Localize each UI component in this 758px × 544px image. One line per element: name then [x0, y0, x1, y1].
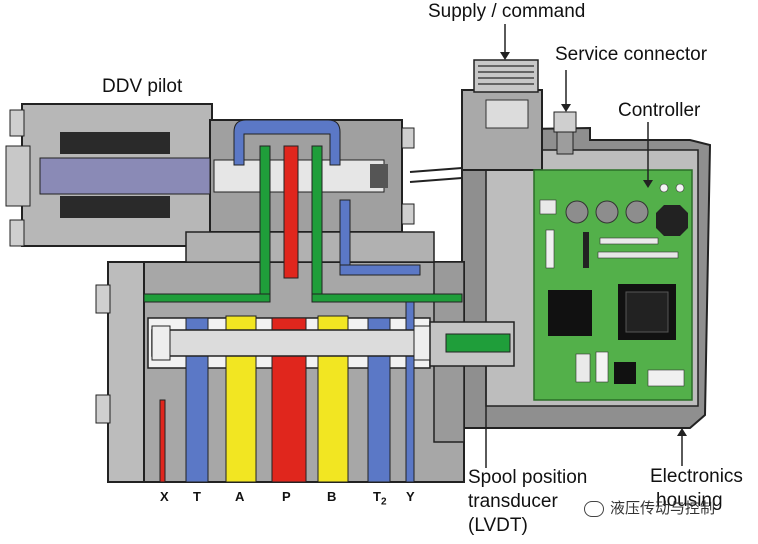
port-x-label: X: [160, 489, 169, 504]
spool-position-label-line1: Spool position: [468, 467, 588, 488]
port-t2-main: T: [373, 489, 381, 504]
main-spool: [151, 325, 433, 361]
ddv-pilot-label: DDV pilot: [102, 76, 183, 97]
service-connector-part: [553, 111, 577, 155]
spool-position-label-line2: transducer: [468, 491, 558, 512]
port-y-label: Y: [406, 489, 415, 504]
controller-label: Controller: [618, 100, 701, 121]
port-a-label: A: [235, 489, 245, 504]
spool-position-label-line3: (LVDT): [468, 515, 528, 536]
leader-arrowheads: [500, 52, 687, 436]
wechat-icon: [584, 500, 604, 517]
tank-channels: [185, 119, 421, 483]
watermark: 液压传动与控制: [584, 497, 715, 518]
port-b-label: B: [327, 489, 337, 504]
pilot-channels: [143, 145, 463, 303]
port-t2-label: T2: [373, 490, 387, 510]
lvdt-transducer: [429, 321, 515, 468]
supply-connector: [461, 59, 543, 171]
port-t2-subscript: 2: [380, 496, 387, 508]
port-t-label: T: [193, 489, 201, 504]
supply-command-label: Supply / command: [428, 1, 586, 22]
watermark-text: 液压传动与控制: [610, 499, 716, 517]
service-connector-label: Service connector: [555, 44, 708, 65]
port-p-label: P: [282, 489, 291, 504]
electronics-housing-label-line1: Electronics: [650, 466, 743, 487]
electronics-housing-label-line2: housing: [656, 490, 723, 511]
controller-board: [533, 169, 693, 401]
